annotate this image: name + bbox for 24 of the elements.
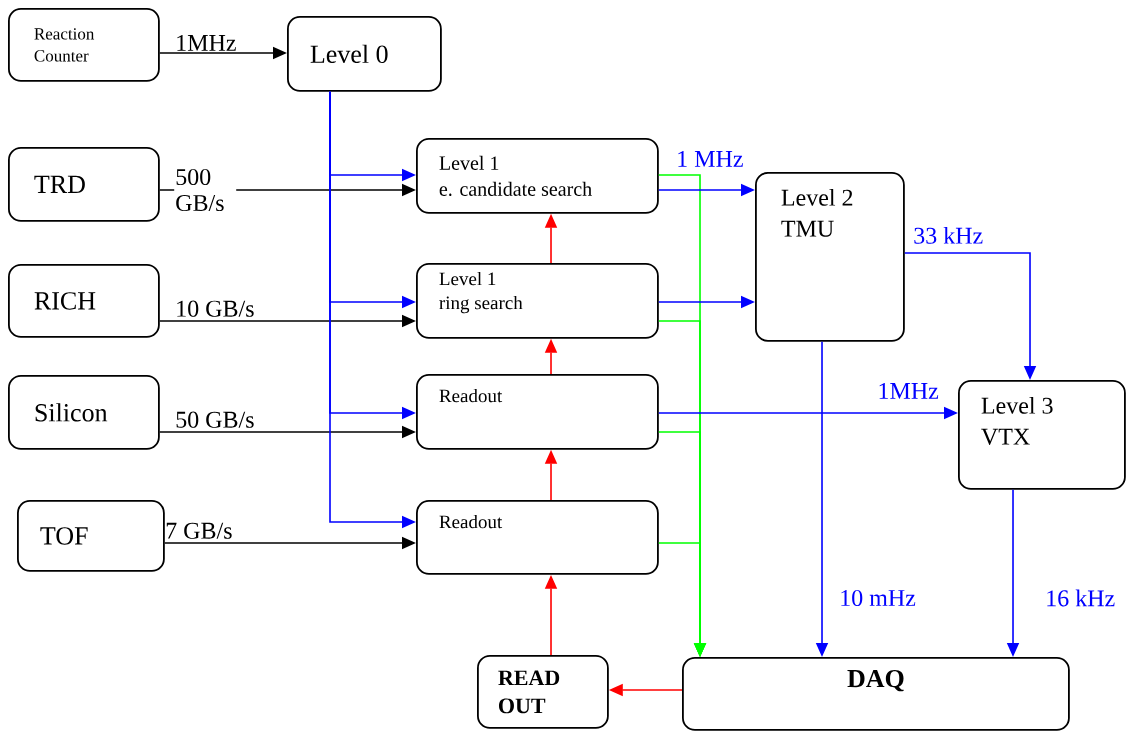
process-box: RICH	[8, 264, 160, 338]
process-box: TOF	[17, 500, 165, 572]
process-box: Level 1 ring search	[416, 263, 659, 339]
process-box: TRD	[8, 147, 160, 222]
edge-label: 1 MHz	[678, 150, 743, 167]
edge-label: 7 GB/s	[166, 522, 232, 539]
edge-label: 16 kHz	[1047, 589, 1115, 607]
edge-label: 10 mHz	[841, 589, 916, 607]
process-box: Reaction Counter	[8, 8, 160, 82]
edge-label: 500 GB/s	[174, 167, 237, 213]
edge-label: 1MHz	[879, 382, 939, 399]
edge-label: 1MHz	[177, 34, 236, 51]
process-box: READ OUT	[477, 655, 609, 729]
edge-label: 10 GB/s	[177, 300, 254, 317]
process-box: Readout	[416, 374, 659, 450]
edge-label: 50 GB/s	[176, 411, 254, 428]
edge-label: 33 kHz	[914, 226, 983, 244]
process-box: Level 0	[287, 16, 442, 92]
process-box: Silicon	[8, 375, 160, 450]
process-box: DAQ	[682, 657, 1070, 731]
process-box: Level 2 TMU	[755, 172, 905, 342]
process-box: Level 3 VTX	[958, 380, 1126, 490]
process-box: Readout	[416, 500, 659, 575]
process-box: Level 1 e. candidate search	[416, 138, 659, 214]
